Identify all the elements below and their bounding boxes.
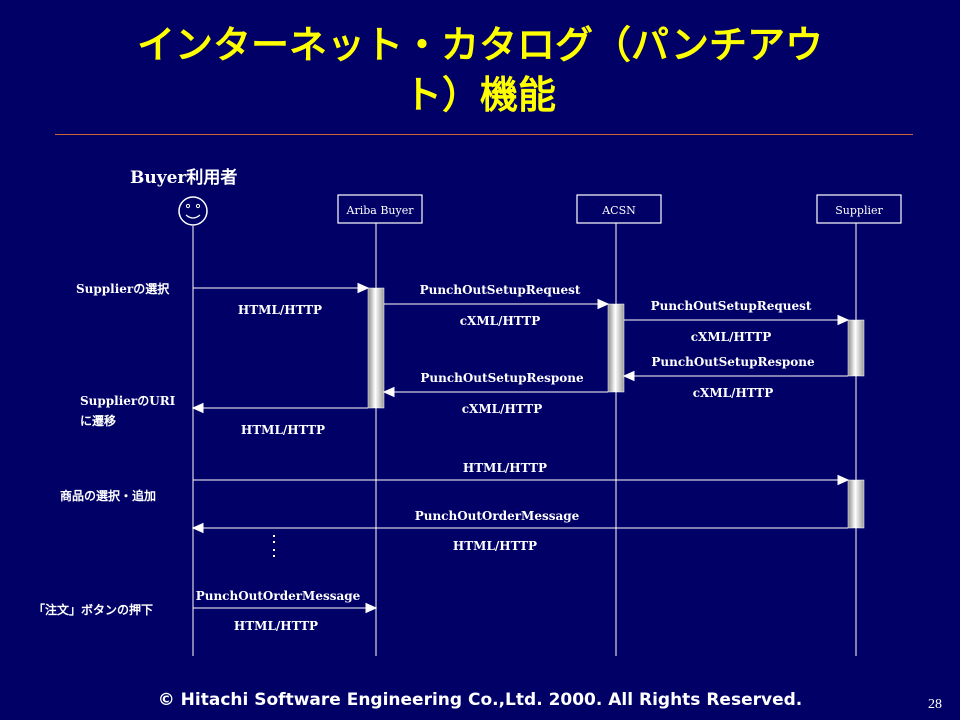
participant-label-ariba-buyer: Ariba Buyer <box>346 204 415 217</box>
label-setup-response-2: PunchOutSetupRespone <box>420 371 584 385</box>
arrow-acsn-to-supplier <box>624 314 850 326</box>
continuation-ellipsis <box>273 535 275 557</box>
activation-bar-supplier-setup <box>847 319 865 377</box>
slide-title: インターネット・カタログ（パンチアウ ト）機能 <box>40 20 920 120</box>
title-divider <box>55 134 913 135</box>
participant-label-acsn: ACSN <box>601 204 636 217</box>
slide-title-line-2: ト）機能 <box>403 73 556 117</box>
label-setup-request-1: PunchOutSetupRequest <box>420 283 581 297</box>
label-setup-response-1: PunchOutSetupRespone <box>651 355 815 369</box>
arrow-ariba-to-acsn <box>384 298 610 310</box>
arrow-supplier-to-acsn <box>622 370 848 382</box>
step-label-press-order: 「注文」ボタンの押下 <box>33 602 153 617</box>
label-http-3: HTML/HTTP <box>463 461 547 475</box>
label-setup-request-2: PunchOutSetupRequest <box>651 299 812 313</box>
label-order-message-2: PunchOutOrderMessage <box>196 589 361 603</box>
label-cxml-3: cXML/HTTP <box>693 386 774 400</box>
step-label-supplier-uri-1: SupplierのURI <box>80 394 176 408</box>
arrow-user-to-ariba-order <box>193 602 378 614</box>
step-label-select-supplier: Supplierの選択 <box>76 281 170 296</box>
participant-label-supplier: Supplier <box>835 204 883 217</box>
label-http-4: HTML/HTTP <box>453 539 537 553</box>
footer-copyright: © Hitachi Software Engineering Co.,Ltd. … <box>157 690 803 710</box>
arrow-supplier-to-user <box>191 522 848 534</box>
arrow-user-to-ariba <box>193 282 370 294</box>
sequence-diagram: Buyer利用者 Ariba Buyer ACSN Supplier <box>33 167 902 656</box>
participant-box-acsn <box>576 194 662 224</box>
arrow-ariba-to-user <box>191 402 368 414</box>
actor-smiley-icon <box>178 196 208 226</box>
label-http-2: HTML/HTTP <box>241 423 325 437</box>
activation-bar-ariba-buyer <box>367 287 385 409</box>
activation-bar-acsn <box>607 303 625 393</box>
step-label-select-products: 商品の選択・追加 <box>60 488 156 503</box>
slide-title-line-1: インターネット・カタログ（パンチアウ <box>137 23 823 67</box>
arrow-acsn-to-ariba <box>382 386 608 398</box>
label-cxml-1: cXML/HTTP <box>460 314 541 328</box>
step-label-supplier-uri-2: に遷移 <box>80 413 116 428</box>
label-http-1: HTML/HTTP <box>238 303 322 317</box>
participant-box-supplier <box>816 194 902 224</box>
participant-box-ariba-buyer <box>337 194 423 224</box>
label-cxml-2: cXML/HTTP <box>691 330 772 344</box>
label-http-5: HTML/HTTP <box>234 619 318 633</box>
activation-bar-supplier-order <box>847 479 865 529</box>
label-order-message-1: PunchOutOrderMessage <box>415 509 580 523</box>
page-number: 28 <box>928 697 942 712</box>
actor-label: Buyer利用者 <box>130 167 237 188</box>
label-cxml-4: cXML/HTTP <box>462 402 543 416</box>
arrow-user-to-supplier <box>193 474 850 486</box>
